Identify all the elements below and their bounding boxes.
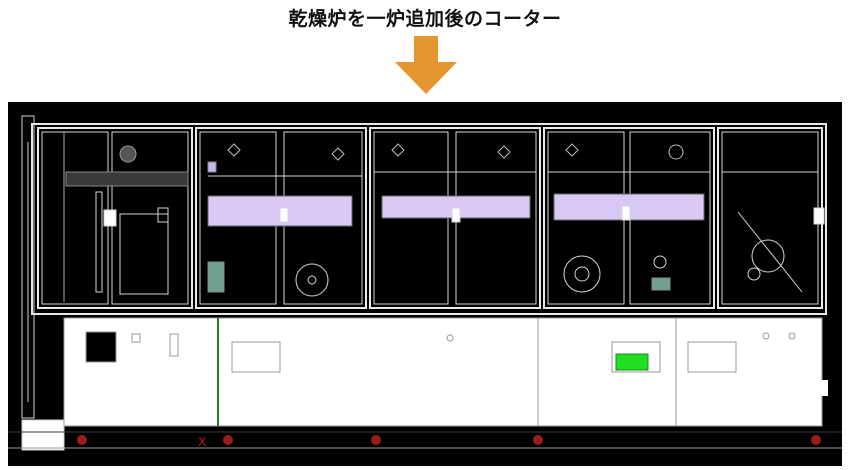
section-unwinder xyxy=(37,127,193,309)
section-dryer-2 xyxy=(543,127,715,309)
base-rail xyxy=(8,380,842,449)
service-hatch-2 xyxy=(687,341,737,373)
section-coater-head xyxy=(195,127,367,309)
base-cabinets xyxy=(63,317,823,427)
wheel xyxy=(533,435,543,445)
wheel xyxy=(371,435,381,445)
wheel xyxy=(811,435,821,445)
green-screen xyxy=(615,353,649,371)
section-dryer-1 xyxy=(369,127,541,309)
arrow-down-icon xyxy=(395,36,457,94)
x-marker-icon: X xyxy=(198,435,206,449)
control-panel-black xyxy=(85,331,117,363)
coater-machine-drawing: X xyxy=(8,102,842,466)
wheel xyxy=(77,435,87,445)
service-hatch-1 xyxy=(231,341,281,373)
wheel xyxy=(223,435,233,445)
section-rewinder xyxy=(717,127,825,309)
upper-enclosure xyxy=(31,123,827,315)
figure-caption: 乾燥炉を一炉追加後のコーター xyxy=(288,8,562,30)
